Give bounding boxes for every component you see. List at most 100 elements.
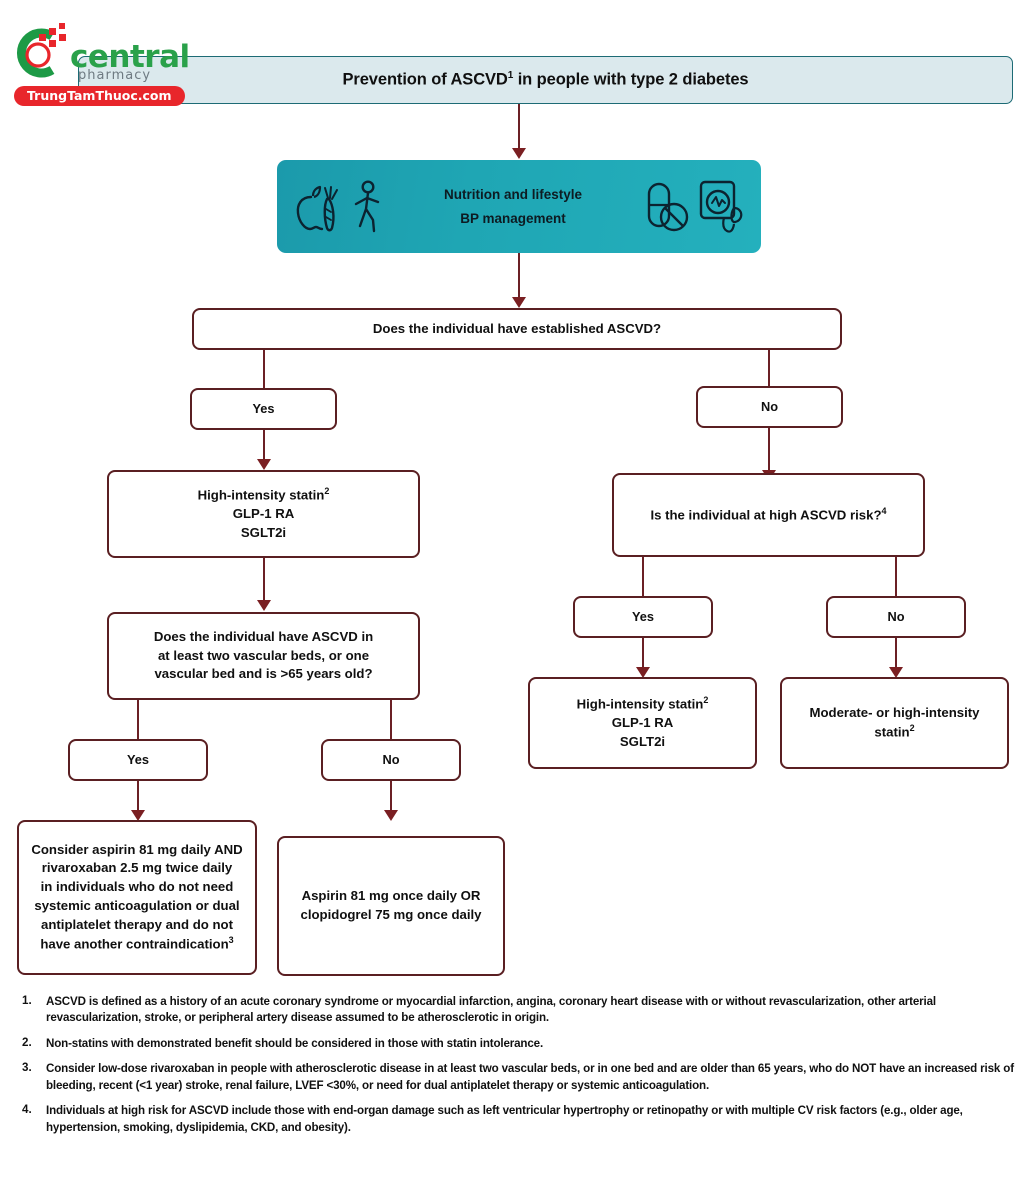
branch-q1-no: No [696,386,843,428]
page-title-footnote-ref: 1 [507,70,514,82]
branch-q1-yes: Yes [190,388,337,430]
connector-q2yes-to-tx [137,781,140,813]
rivaroxaban-line-1: Consider aspirin 81 mg daily AND [31,841,243,857]
question-vascular-beds: Does the individual have ASCVD in at lea… [107,612,420,700]
apple-carrot-icon [296,185,338,231]
question-vascular-beds-line-3: vascular bed and is >65 years old? [154,666,373,682]
page-title-suffix: in people with type 2 diabetes [513,70,749,89]
connector-txleft-to-q2 [263,558,266,603]
lifestyle-text: Nutrition and lifestyle BP management [444,183,582,230]
treatment-aspirin-rivaroxaban-text: Consider aspirin 81 mg daily AND rivarox… [23,841,250,955]
branch-q3-no-label: No [887,608,905,624]
connector-q1-to-no [768,350,771,388]
arrowhead-txleft-to-q2 [257,600,271,611]
treatment-aspirin-clopidogrel: Aspirin 81 mg once daily OR clopidogrel … [277,836,505,976]
footnote-item: 3. Consider low-dose rivaroxaban in peop… [20,1061,1015,1094]
treatment-right-high-line-1-text: High-intensity statin [576,696,704,712]
footnote-text: Non-statins with demonstrated benefit sh… [46,1036,544,1050]
treatment-right-high-footnote-ref: 2 [703,695,709,706]
connector-q2-to-no [390,700,393,739]
branch-q1-no-label: No [760,398,779,414]
footnote-item: 1. ASCVD is defined as a history of an a… [20,994,1015,1027]
connector-q1yes-to-tx [263,430,266,462]
footnotes-list: 1. ASCVD is defined as a history of an a… [20,994,1015,1145]
footnote-text: Consider low-dose rivaroxaban in people … [46,1062,1014,1092]
treatment-right-moderate-line-2-text: statin [874,724,910,740]
connector-title-to-lifestyle [518,104,521,150]
question-established-ascvd-text: Does the individual have established ASC… [372,320,662,336]
footnote-number: 4. [22,1103,32,1117]
branch-q3-yes-label: Yes [631,608,655,624]
connector-lifestyle-to-q1 [518,253,521,299]
question-vascular-beds-text: Does the individual have ASCVD in at lea… [146,628,381,684]
footnote-number: 1. [22,994,32,1007]
question-high-ascvd-risk: Is the individual at high ASCVD risk?4 [612,473,925,557]
treatment-left-line-1: High-intensity statin2 [198,485,330,505]
footnote-number: 2. [22,1035,32,1049]
central-pharmacy-mark-icon [17,23,66,78]
connector-q3no-to-tx [895,638,898,670]
treatment-right-high-line-1: High-intensity statin2 [577,694,709,714]
rivaroxaban-line-4: systemic anticoagulation or dual [34,897,240,913]
treatment-right-moderate-statin: Moderate- or high-intensity statin2 [780,677,1009,769]
treatment-left-line-1-footnote-ref: 2 [324,486,330,497]
connector-q2no-to-tx [390,781,393,813]
arrowhead-q2yes-to-tx [131,810,145,821]
arrowhead-q1yes-to-tx [257,459,271,470]
lifestyle-management-box: Nutrition and lifestyle BP management [277,160,761,253]
footnote-item: 2. Non-statins with demonstrated benefit… [20,1036,1015,1052]
treatment-right-high-line-3: SGLT2i [619,734,666,750]
arrowhead-q2no-to-tx [384,810,398,821]
arrowhead-q3yes-to-tx [636,667,650,678]
treatment-aspirin-clopidogrel-text: Aspirin 81 mg once daily OR clopidogrel … [292,887,489,924]
connector-q2-to-yes [137,700,140,739]
rivaroxaban-line-3: in individuals who do not need [40,879,234,895]
treatment-right-moderate-line-2: statin2 [810,722,980,742]
arrowhead-title-to-lifestyle [512,148,526,159]
treatment-right-high-text: High-intensity statin2 GLP-1 RA SGLT2i [569,694,717,752]
branch-q2-no-label: No [382,751,400,767]
treatment-left-line-1-text: High-intensity statin [197,487,325,503]
page-title-banner: Prevention of ASCVD1 in people with type… [78,56,1013,104]
aspirin-line-2: clopidogrel 75 mg once daily [300,907,482,922]
aspirin-line-1: Aspirin 81 mg once daily OR [301,888,481,904]
rivaroxaban-line-2: rivaroxaban 2.5 mg twice daily [41,860,233,876]
branch-q2-yes: Yes [68,739,208,781]
arrowhead-lifestyle-to-q1 [512,297,526,308]
treatment-left-high-intensity: High-intensity statin2 GLP-1 RA SGLT2i [107,470,420,558]
treatment-right-high-intensity: High-intensity statin2 GLP-1 RA SGLT2i [528,677,757,769]
treatment-right-moderate-footnote-ref: 2 [909,723,915,734]
branch-q3-no: No [826,596,966,638]
footnote-text: ASCVD is defined as a history of an acut… [46,995,936,1025]
treatment-right-high-line-2: GLP-1 RA [611,715,674,731]
branch-q2-no: No [321,739,461,781]
pills-icon [647,182,689,231]
branch-q1-yes-label: Yes [252,400,275,416]
branch-q2-yes-label: Yes [126,751,150,767]
connector-q3-to-yes [642,557,645,596]
treatment-left-line-2: GLP-1 RA [232,506,295,522]
footnote-item: 4. Individuals at high risk for ASCVD in… [20,1103,1015,1136]
footnote-number: 3. [22,1061,32,1075]
treatment-right-moderate-line-1: Moderate- or high-intensity [809,704,980,720]
treatment-left-text: High-intensity statin2 GLP-1 RA SGLT2i [190,485,338,543]
rivaroxaban-footnote-ref: 3 [228,935,234,946]
connector-q1no-to-q3 [768,428,771,473]
lifestyle-line-2: BP management [460,210,566,226]
connector-q3yes-to-tx [642,638,645,670]
lifestyle-icons-left [291,178,383,236]
question-vascular-beds-line-1: Does the individual have ASCVD in [153,628,374,644]
treatment-aspirin-rivaroxaban: Consider aspirin 81 mg daily AND rivarox… [17,820,257,975]
arrowhead-q3no-to-tx [889,667,903,678]
question-vascular-beds-line-2: at least two vascular beds, or one [157,647,370,663]
footnote-text: Individuals at high risk for ASCVD inclu… [46,1104,963,1134]
rivaroxaban-line-6: have another contraindication3 [31,934,242,954]
connector-q1-to-yes [263,350,266,388]
walking-person-icon [354,179,380,232]
connector-q3-to-no [895,557,898,596]
question-established-ascvd: Does the individual have established ASC… [192,308,842,350]
rivaroxaban-line-6-text: have another contraindication [40,936,229,952]
page-title: Prevention of ASCVD1 in people with type… [342,70,748,90]
question-high-ascvd-risk-footnote-ref: 4 [881,505,887,516]
